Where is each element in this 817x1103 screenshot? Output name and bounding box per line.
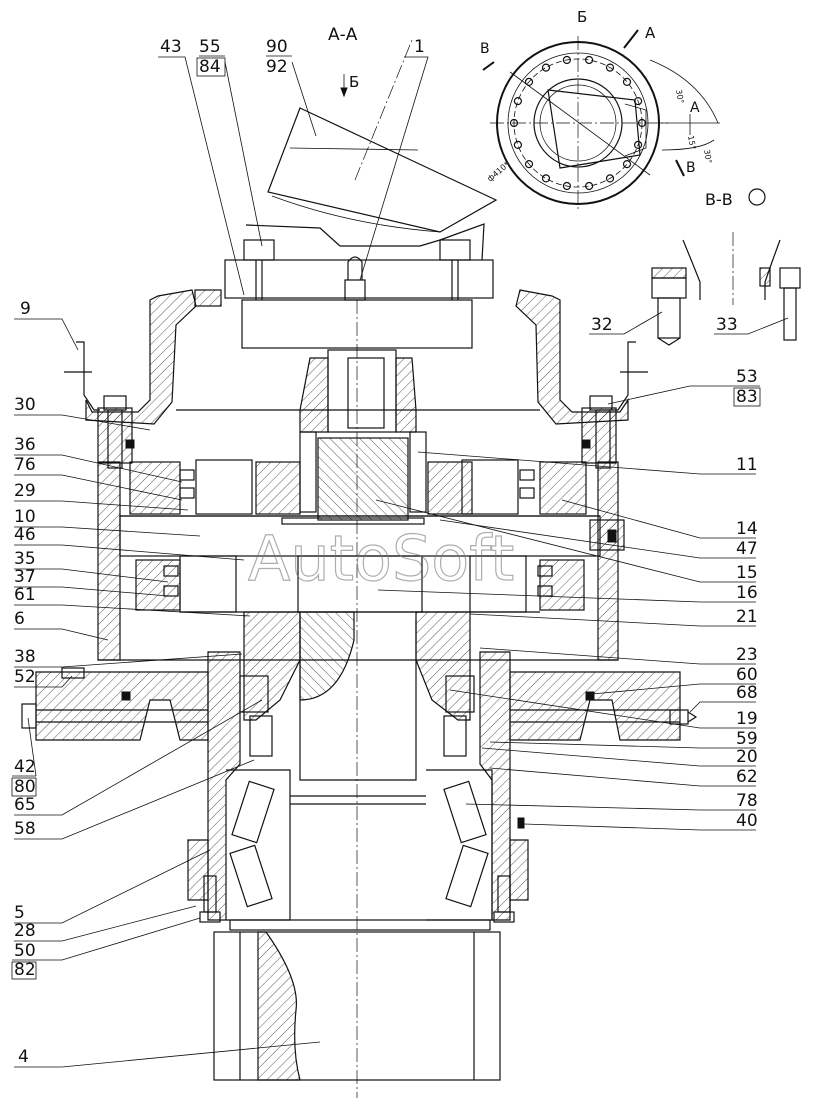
label-33: 33 xyxy=(716,315,738,335)
label-53: 53 xyxy=(736,367,758,387)
label-55: 55 xyxy=(199,37,221,57)
label-82: 82 xyxy=(14,960,36,980)
label-46: 46 xyxy=(14,525,36,545)
label-78: 78 xyxy=(736,791,758,811)
label-65: 65 xyxy=(14,795,36,815)
label-43: 43 xyxy=(160,37,182,57)
label-35: 35 xyxy=(14,549,36,569)
flange-diameter: ф410* xyxy=(486,160,512,184)
left-callouts: 43 55 84 90 92 1 9 30 36 76 29 xyxy=(11,37,648,1068)
label-19: 19 xyxy=(736,709,758,729)
section-vv: В-В xyxy=(651,188,801,346)
label-47: 47 xyxy=(736,539,758,559)
bolt-hole xyxy=(622,77,632,87)
taper-bearings xyxy=(226,769,525,921)
bolt-hole xyxy=(562,55,572,65)
label-90: 90 xyxy=(266,37,288,57)
bolt-hole xyxy=(513,96,523,106)
label-37: 37 xyxy=(14,567,36,587)
label-11: 11 xyxy=(736,455,758,475)
label-61: 61 xyxy=(14,585,36,605)
angle-15: 15° xyxy=(686,135,697,151)
bolt-hole xyxy=(637,118,647,128)
label-20: 20 xyxy=(736,747,758,767)
label-21: 21 xyxy=(736,607,758,627)
mark-v-right: В xyxy=(686,160,696,176)
label-92: 92 xyxy=(266,57,288,77)
label-68: 68 xyxy=(736,683,758,703)
label-58: 58 xyxy=(14,819,36,839)
angle-30-top: 30° xyxy=(674,89,685,105)
bolt-hole xyxy=(562,181,572,191)
bolt-hole xyxy=(633,96,643,106)
view-b-flange: Б А А В В 30° 15° 30° ф410* xyxy=(480,8,720,210)
right-callouts: 53 83 11 14 47 15 16 21 23 60 68 19 59 2… xyxy=(375,311,789,831)
label-15: 15 xyxy=(736,563,758,583)
gear-block-lower xyxy=(135,555,585,613)
bolt-hole xyxy=(584,55,594,65)
bolt-hole xyxy=(605,174,615,183)
watermark: AutoSoft xyxy=(248,522,514,595)
label-32: 32 xyxy=(591,315,613,335)
bolt-hole xyxy=(513,140,523,149)
angle-30-bottom: 30° xyxy=(702,149,713,165)
label-62: 62 xyxy=(736,767,758,787)
label-9: 9 xyxy=(20,299,31,319)
chute-90 xyxy=(267,39,498,233)
bearing-housing-5 xyxy=(187,651,529,921)
bolt-hole xyxy=(509,118,519,128)
bolt-hole xyxy=(605,63,615,72)
label-6: 6 xyxy=(14,609,25,629)
shaft-block xyxy=(299,349,427,521)
part-4 xyxy=(213,931,501,1081)
label-84: 84 xyxy=(199,57,221,77)
mark-a-top: А xyxy=(645,24,656,42)
view-b-arrow-label: Б xyxy=(349,73,359,91)
label-59: 59 xyxy=(736,729,758,749)
top-cover xyxy=(194,223,494,349)
section-label: А-А xyxy=(328,25,358,45)
bolt-hole xyxy=(541,174,551,183)
bolt-hole xyxy=(524,77,534,87)
hub-cone xyxy=(243,300,471,1098)
label-10: 10 xyxy=(14,507,36,527)
label-28: 28 xyxy=(14,921,36,941)
upper-housing-30 xyxy=(85,289,629,469)
section-vv-title: В-В xyxy=(705,190,733,209)
label-30: 30 xyxy=(14,395,36,415)
label-36: 36 xyxy=(14,435,36,455)
label-40: 40 xyxy=(736,811,758,831)
label-29: 29 xyxy=(14,481,36,501)
label-50: 50 xyxy=(14,941,36,961)
lower-plate xyxy=(21,667,698,741)
bolt-hole xyxy=(622,160,632,169)
label-80: 80 xyxy=(14,777,36,797)
bolt-hole xyxy=(584,181,594,191)
label-60: 60 xyxy=(736,665,758,685)
bolt-hole xyxy=(541,63,551,72)
label-16: 16 xyxy=(736,583,758,603)
label-4: 4 xyxy=(18,1047,29,1067)
label-52: 52 xyxy=(14,667,36,687)
label-83: 83 xyxy=(736,387,758,407)
bottom-bolts xyxy=(199,875,515,931)
label-42: 42 xyxy=(14,757,36,777)
mark-a-right: А xyxy=(690,100,700,116)
label-5: 5 xyxy=(14,903,25,923)
bolt-hole xyxy=(633,140,643,149)
label-23: 23 xyxy=(736,645,758,665)
bolt-hole xyxy=(524,160,534,169)
view-b-title: Б xyxy=(577,8,587,26)
view-b-arrow: Б xyxy=(340,73,359,98)
label-1: 1 xyxy=(414,37,425,57)
mark-v-left: В xyxy=(480,41,490,57)
label-14: 14 xyxy=(736,519,758,539)
label-38: 38 xyxy=(14,647,36,667)
flange-bolt-holes xyxy=(509,55,647,191)
label-76: 76 xyxy=(14,455,36,475)
